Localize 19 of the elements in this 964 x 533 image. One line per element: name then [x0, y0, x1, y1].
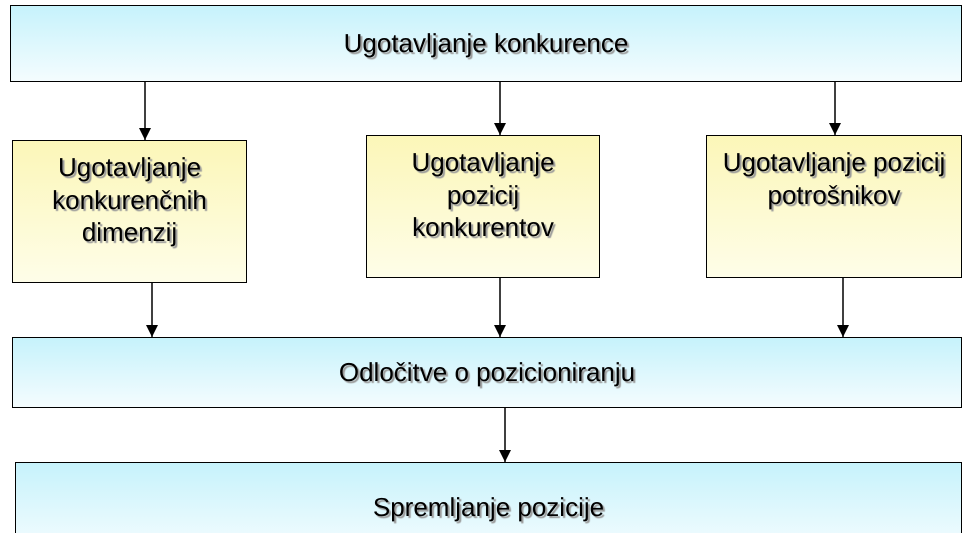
process-box	[706, 135, 962, 278]
box-label: Ugotavljanje konkurence	[344, 27, 628, 60]
box-label: Ugotavljanje konkurenčnih dimenzij	[51, 151, 208, 248]
arrow	[139, 82, 151, 140]
box-label: Ugotavljanje pozicij potrošnikov	[722, 146, 946, 211]
process-box	[12, 140, 247, 283]
arrow	[499, 408, 511, 462]
box-label: Odločitve o pozicioniranju	[338, 356, 636, 389]
box-label: Spremljanje pozicije	[372, 490, 604, 524]
arrow	[494, 82, 506, 135]
stage-box	[15, 462, 962, 533]
arrow	[837, 278, 849, 337]
arrow	[829, 82, 841, 135]
stage-box	[10, 5, 962, 82]
arrow	[146, 283, 158, 337]
stage-box	[12, 337, 962, 408]
arrow	[494, 278, 506, 337]
box-label: Ugotavljanje pozicij konkurentov	[410, 146, 556, 244]
process-box	[366, 135, 600, 278]
